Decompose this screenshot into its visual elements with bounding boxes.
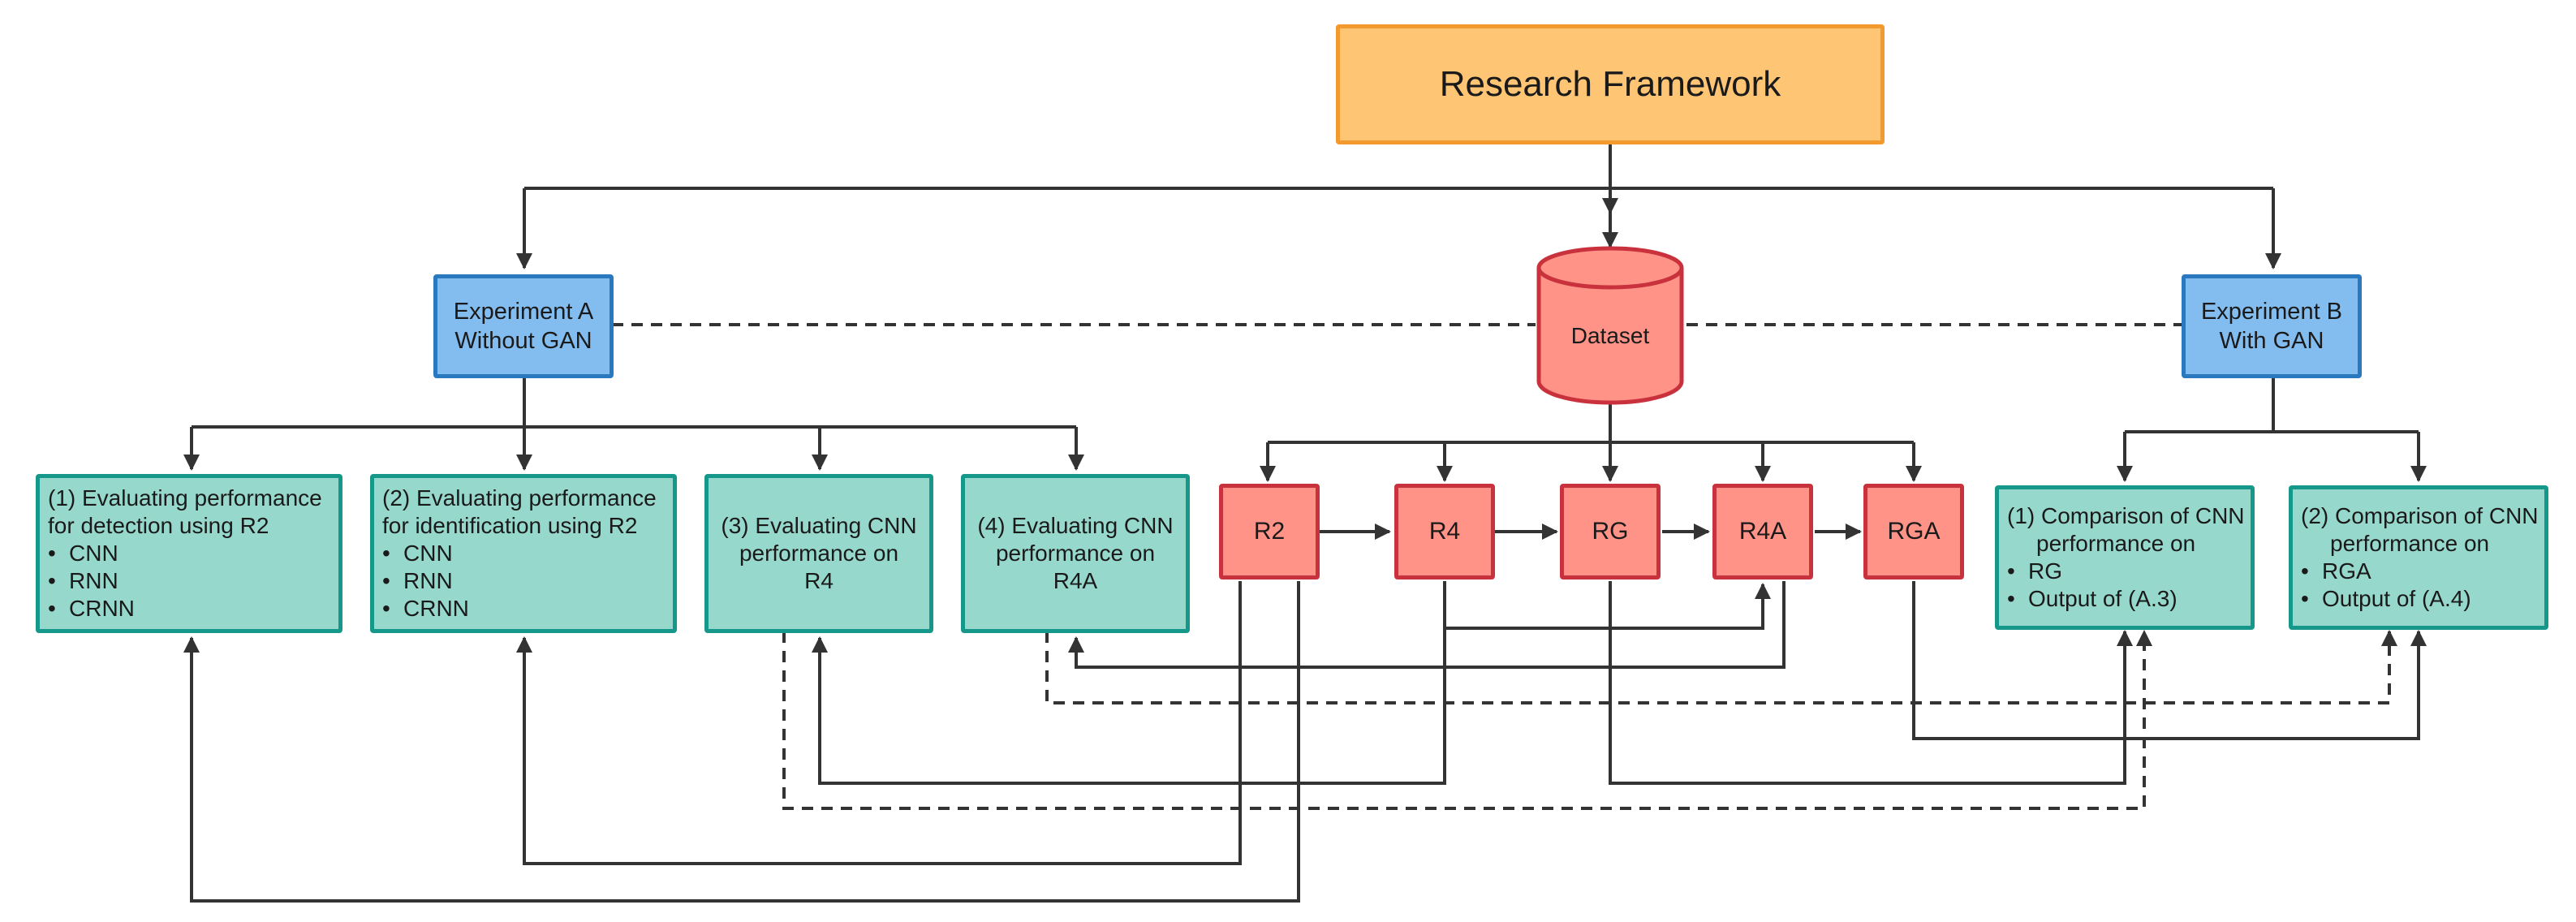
exp-b-task-2: (2) Comparison of CNN performance on RGA… [2289, 485, 2548, 630]
root-research-framework: Research Framework [1336, 24, 1885, 144]
dataset-r4: R4 [1394, 484, 1495, 579]
task-bullet: Output of (A.3) [2007, 585, 2178, 613]
exp-b-task-1: (1) Comparison of CNN performance on RG … [1995, 485, 2255, 630]
task-bullet: RNN [382, 567, 453, 595]
task-line: (1) Comparison of CNN [2007, 503, 2245, 528]
dataset-cylinder [1536, 246, 1684, 405]
dataset-r2: R2 [1219, 484, 1320, 579]
dataset-rg: RG [1560, 484, 1661, 579]
task-bullet: CRNN [48, 595, 135, 623]
task-line: (3) Evaluating CNN [721, 513, 917, 538]
task-bullet: RG [2007, 558, 2062, 585]
task-bullet: RNN [48, 567, 118, 595]
experiment-b-box: Experiment B With GAN [2182, 274, 2362, 378]
task-bullet: CNN [382, 540, 453, 567]
dataset-rga-label: RGA [1887, 518, 1941, 545]
task-bullet: RGA [2301, 558, 2371, 585]
task-line: performance on [739, 541, 899, 566]
task-line: performance on [2330, 531, 2490, 556]
task-line: (4) Evaluating CNN [977, 513, 1174, 538]
dataset-rga: RGA [1863, 484, 1964, 579]
task-line: (1) Evaluating performance [48, 485, 322, 511]
task-bullet: CRNN [382, 595, 469, 623]
experiment-a-title: Experiment A [453, 299, 594, 325]
task-line: performance on [995, 541, 1156, 566]
exp-a-task-1: (1) Evaluating performance for detection… [36, 474, 342, 633]
task-line: (2) Comparison of CNN [2301, 503, 2539, 528]
experiment-b-title: Experiment B [2200, 299, 2343, 325]
experiment-b-subtitle: With GAN [2219, 328, 2324, 354]
exp-a-task-4: (4) Evaluating CNN performance on R4A [961, 474, 1190, 633]
dataset-r2-label: R2 [1253, 518, 1286, 545]
task-bullet: Output of (A.4) [2301, 585, 2471, 613]
task-line: R4A [1053, 568, 1098, 593]
dataset-r4a: R4A [1712, 484, 1813, 579]
dataset-r4-label: R4 [1428, 518, 1461, 545]
task-line: performance on [2036, 531, 2196, 556]
experiment-a-box: Experiment A Without GAN [433, 274, 614, 378]
experiment-a-subtitle: Without GAN [454, 328, 592, 354]
task-line: for identification using R2 [382, 513, 638, 538]
dataset-rg-label: RG [1592, 518, 1629, 545]
task-line: for detection using R2 [48, 513, 269, 538]
task-line: (2) Evaluating performance [382, 485, 657, 511]
task-line: R4 [804, 568, 834, 593]
root-title: Research Framework [1439, 64, 1781, 104]
task-bullet: CNN [48, 540, 118, 567]
dataset-r4a-label: R4A [1738, 518, 1787, 545]
dataset-label: Dataset [1570, 323, 1650, 348]
exp-a-task-3: (3) Evaluating CNN performance on R4 [704, 474, 933, 633]
exp-a-task-2: (2) Evaluating performance for identific… [370, 474, 677, 633]
